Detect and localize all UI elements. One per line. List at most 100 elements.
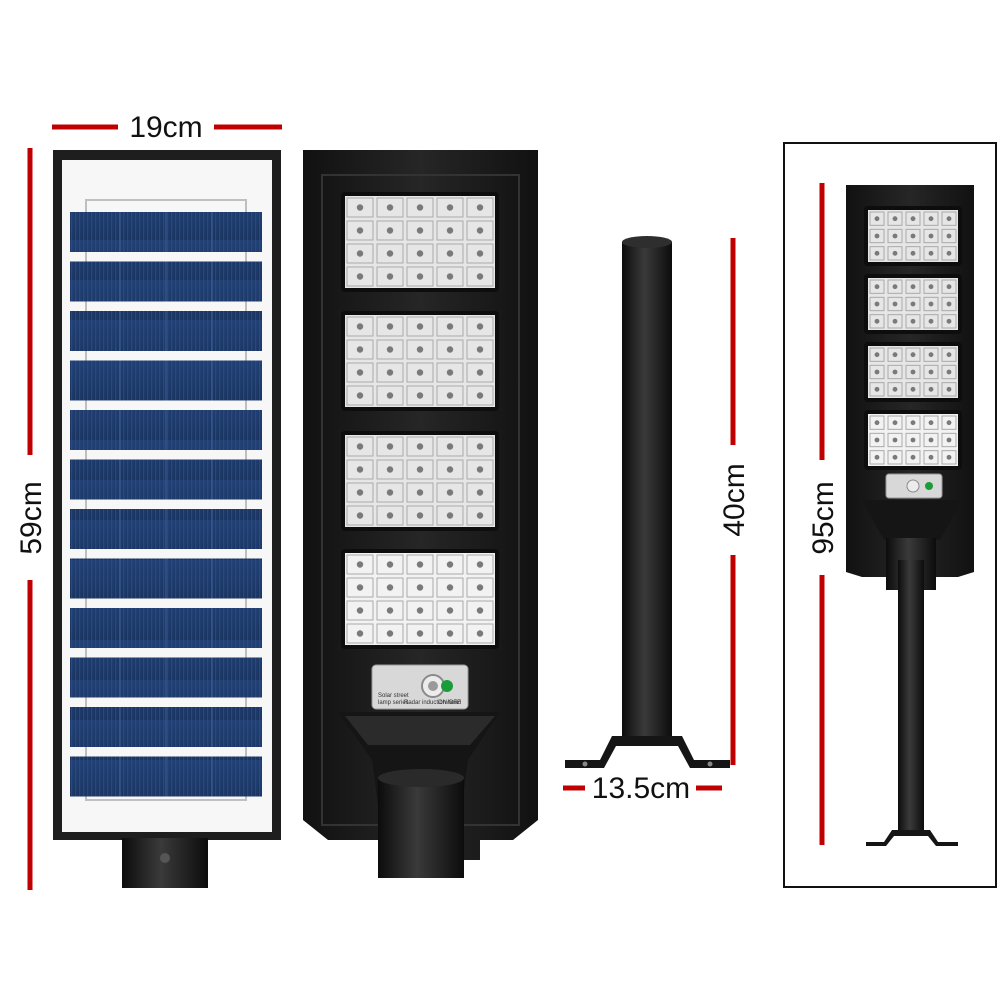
- front-led-cell: [346, 362, 374, 383]
- front-led-cell: [436, 339, 464, 360]
- mini-led-cell: [887, 415, 903, 430]
- mini-led: [874, 352, 880, 358]
- front-led-cell: [436, 600, 464, 621]
- mini-led-cell: [887, 347, 903, 362]
- front-led-cell: [406, 362, 434, 383]
- switch-label: ON/OFF: [438, 700, 461, 706]
- lamp-socket: [378, 778, 464, 878]
- front-led-cell: [466, 436, 494, 457]
- mini-led: [910, 216, 916, 222]
- mini-led: [946, 352, 952, 358]
- front-led-cell: [436, 220, 464, 241]
- led-modules: [341, 192, 499, 649]
- front-led-cell: [346, 220, 374, 241]
- mini-led-cell: [941, 415, 957, 430]
- front-led-cell: [466, 266, 494, 287]
- front-led: [356, 250, 364, 257]
- mini-led: [892, 284, 898, 290]
- front-led: [476, 346, 484, 353]
- mini-led-cell: [941, 296, 957, 312]
- front-led: [356, 584, 364, 591]
- mini-led: [928, 420, 934, 426]
- mini-led: [892, 420, 898, 426]
- front-led-cell: [346, 243, 374, 264]
- front-led-cell: [376, 385, 404, 406]
- front-led-cell: [406, 577, 434, 598]
- front-led: [386, 346, 394, 353]
- mount-screw: [160, 853, 170, 863]
- front-led: [446, 512, 454, 519]
- mini-led-cell: [887, 211, 903, 226]
- front-led: [446, 466, 454, 473]
- front-led-cell: [406, 623, 434, 644]
- front-led: [446, 607, 454, 614]
- sensor-line2: lamp series: [378, 700, 409, 706]
- mini-led: [910, 301, 916, 307]
- front-led-cell: [376, 220, 404, 241]
- mini-led-cell: [941, 279, 957, 294]
- mini-led: [928, 250, 934, 256]
- front-led: [476, 630, 484, 637]
- mini-led: [874, 250, 880, 256]
- front-led: [446, 250, 454, 257]
- mini-led-cell: [941, 364, 957, 380]
- mini-led-cell: [887, 382, 903, 397]
- front-led: [476, 250, 484, 257]
- mini-led: [946, 386, 952, 392]
- front-led-cell: [406, 554, 434, 575]
- front-led-cell: [406, 459, 434, 480]
- mini-led: [874, 454, 880, 460]
- lamp-front: Solar street lamp series Radar induction…: [303, 150, 538, 878]
- pole-height-label: 40cm: [718, 463, 751, 536]
- front-led: [476, 323, 484, 330]
- front-led: [476, 204, 484, 211]
- mini-led: [892, 352, 898, 358]
- mini-led-cell: [905, 382, 921, 397]
- mini-led-cell: [923, 364, 939, 380]
- front-led: [416, 250, 424, 257]
- front-led-cell: [376, 505, 404, 526]
- front-led: [476, 489, 484, 496]
- front-led-cell: [346, 577, 374, 598]
- mini-led-cell: [869, 246, 885, 261]
- mini-led-cell: [869, 415, 885, 430]
- pole-tube: [622, 242, 672, 740]
- mini-led: [946, 216, 952, 222]
- front-led-cell: [406, 600, 434, 621]
- front-led-cell: [466, 577, 494, 598]
- sensor-line3: Radar induction head: [404, 700, 461, 706]
- front-led-cell: [406, 197, 434, 218]
- mini-led: [928, 233, 934, 239]
- mini-led-cell: [905, 279, 921, 294]
- mini-led: [946, 369, 952, 375]
- mini-led-cell: [887, 450, 903, 465]
- mini-led: [874, 301, 880, 307]
- front-led-cell: [436, 505, 464, 526]
- mini-led-cell: [887, 296, 903, 312]
- front-led: [476, 561, 484, 568]
- front-led-cell: [376, 623, 404, 644]
- front-led-cell: [406, 385, 434, 406]
- front-led: [386, 607, 394, 614]
- front-led-cell: [346, 600, 374, 621]
- mini-led-cell: [905, 364, 921, 380]
- front-led: [356, 369, 364, 376]
- mini-led-cell: [887, 279, 903, 294]
- assembled-bracket: [866, 830, 958, 846]
- front-led: [386, 250, 394, 257]
- front-led: [476, 466, 484, 473]
- front-led-cell: [436, 362, 464, 383]
- front-led: [416, 466, 424, 473]
- front-led: [446, 346, 454, 353]
- mini-led-cell: [905, 296, 921, 312]
- sensor-line1: Solar street: [378, 693, 409, 699]
- front-led: [446, 584, 454, 591]
- mini-led-cell: [869, 211, 885, 226]
- front-led: [416, 392, 424, 399]
- front-led: [356, 630, 364, 637]
- front-led: [446, 369, 454, 376]
- front-led: [476, 273, 484, 280]
- front-led-cell: [376, 436, 404, 457]
- front-led-cell: [346, 266, 374, 287]
